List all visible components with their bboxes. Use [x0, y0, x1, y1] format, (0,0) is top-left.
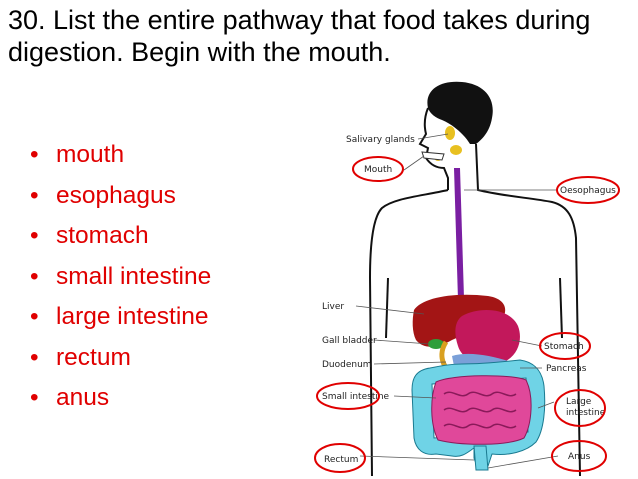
highlight-ovals [314, 156, 620, 473]
stomach [455, 310, 520, 366]
pathway-item-label: small intestine [56, 262, 212, 290]
label-salivary-glands: Salivary glands [346, 135, 415, 145]
label-rectum: Rectum [324, 455, 358, 465]
pathway-item: • stomach [30, 221, 211, 250]
small-intestine-coils [443, 391, 517, 429]
highlight-oval-esophagus [556, 176, 620, 204]
leader-lines [355, 133, 559, 469]
bullet-icon: • [30, 181, 39, 209]
bullet-icon: • [30, 141, 39, 168]
label-large-intestine: Large [566, 397, 592, 407]
highlight-oval-large-intestine [554, 389, 606, 427]
highlight-oval-anus [551, 440, 607, 472]
label-pancreas: Pancreas [546, 364, 587, 374]
pathway-item: • esophagus [30, 181, 211, 210]
bullet-icon: • [30, 262, 39, 290]
bullet-icon: • [30, 222, 39, 249]
label-large-intestine: intestine [566, 408, 606, 418]
rectum [473, 445, 489, 471]
bullet-icon: • [30, 303, 39, 330]
label-gall-bladder: Gall bladder [322, 336, 377, 346]
highlight-oval-rectum [314, 443, 366, 473]
highlight-oval-small-intestine [316, 382, 380, 410]
mouth-cavity [421, 151, 445, 161]
pathway-item-label: stomach [56, 222, 149, 249]
label-duodenum: Duodenum [322, 360, 372, 370]
highlight-oval-stomach [539, 332, 591, 360]
highlight-oval-mouth [352, 156, 404, 182]
head-silhouette [427, 81, 493, 144]
pathway-item: • mouth [30, 140, 211, 169]
arm-outline-right [559, 277, 563, 339]
pathway-item-label: esophagus [56, 181, 176, 209]
salivary-gland [450, 145, 462, 155]
esophagus [454, 168, 464, 300]
label-esophagus: Oesophagus [560, 186, 616, 196]
pathway-item: • small intestine [30, 262, 211, 291]
pathway-item-label: mouth [56, 141, 125, 168]
label-anus: Anus [568, 452, 591, 462]
pathway-item: • rectum [30, 343, 211, 372]
label-liver: Liver [322, 302, 344, 312]
pathway-item: • large intestine [30, 302, 211, 331]
body-outline [475, 143, 581, 476]
pathway-item: • anus [30, 383, 211, 412]
pathway-item-label: anus [56, 384, 110, 411]
bullet-icon: • [30, 343, 39, 371]
label-mouth: Mouth [364, 165, 392, 175]
pathway-item-label: rectum [56, 343, 131, 371]
arm-outline-left [385, 277, 389, 339]
label-small-intestine: Small intestine [322, 392, 390, 402]
question-title: 30. List the entire pathway that food ta… [8, 5, 591, 67]
pathway-list: • mouth • esophagus • stomach • small intest… [30, 140, 211, 424]
body-outline-left [368, 189, 449, 476]
pathway-item-label: large intestine [56, 303, 209, 330]
bullet-icon: • [30, 384, 39, 411]
salivary-gland [445, 126, 455, 140]
digestive-system-diagram: Salivary glands Mouth Oesophagus Liver G… [314, 81, 620, 476]
label-stomach: Stomach [544, 342, 584, 352]
gall-bladder [428, 339, 444, 349]
